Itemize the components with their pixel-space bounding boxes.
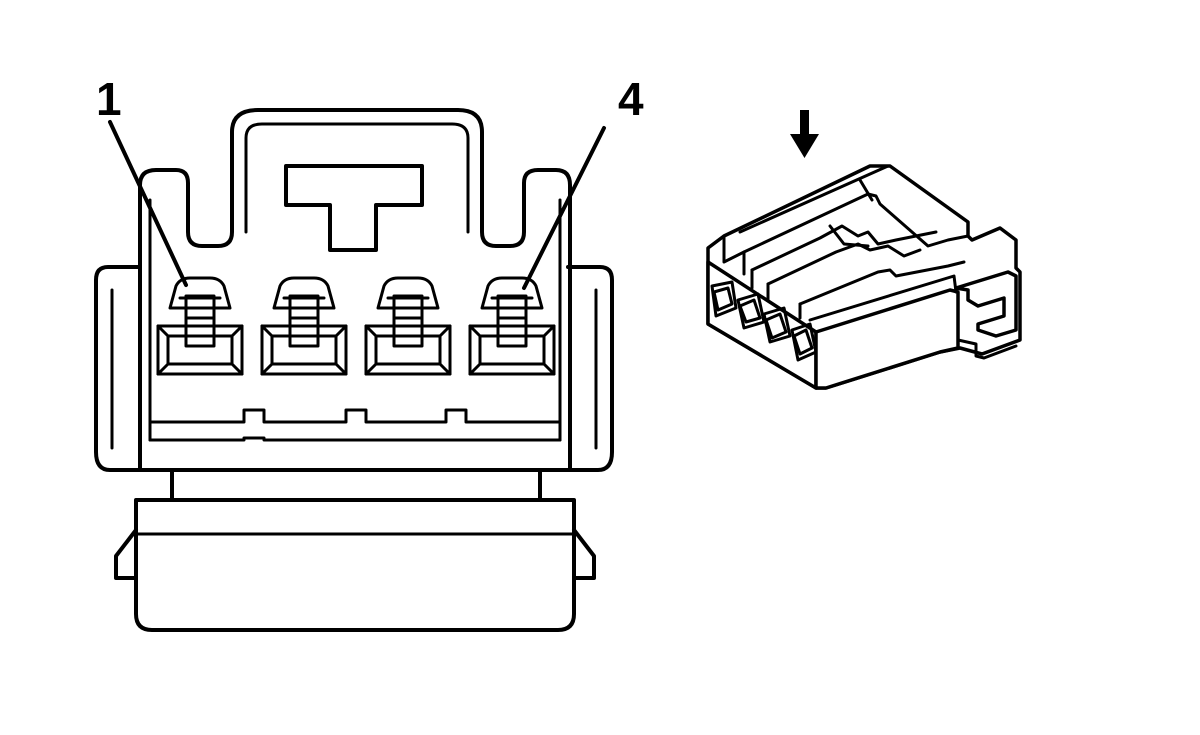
pin-1-leader-line xyxy=(108,120,188,287)
lower-left-ear xyxy=(114,528,138,580)
iso-ridge-7 xyxy=(750,268,802,320)
terminal-2 xyxy=(260,276,348,376)
pin-4-label: 4 xyxy=(618,73,644,125)
right-side-latch xyxy=(566,265,614,472)
connector-front-view: 1 4 xyxy=(94,73,644,632)
connector-isometric-view xyxy=(706,164,1022,390)
center-key xyxy=(284,164,424,252)
iso-cavity-3 xyxy=(764,312,788,340)
terminals xyxy=(156,276,556,376)
terminal-4 xyxy=(468,276,556,376)
iso-side-latch-lower xyxy=(956,338,1018,360)
iso-ridge-3 xyxy=(750,224,938,272)
iso-edge-line xyxy=(828,178,874,248)
housing-outline xyxy=(138,108,572,472)
lower-right-ear xyxy=(572,528,596,580)
iso-ridge-4 xyxy=(766,242,922,286)
left-side-latch xyxy=(94,265,142,472)
bottom-rib xyxy=(148,408,562,424)
lower-body xyxy=(134,498,576,632)
iso-cavity-2 xyxy=(738,298,762,324)
iso-side-face xyxy=(814,288,960,390)
pin-1-label: 1 xyxy=(96,73,122,125)
pin-4-leader-line xyxy=(522,126,606,290)
bottom-rib-lower-line xyxy=(148,436,562,442)
iso-cavity-1 xyxy=(712,286,734,312)
iso-ridge-5 xyxy=(798,260,966,306)
iso-cavity-4 xyxy=(792,328,814,356)
terminal-1 xyxy=(156,276,244,376)
terminal-3 xyxy=(364,276,452,376)
iso-side-latch xyxy=(954,270,1018,338)
top-tab-inner-line xyxy=(244,122,470,234)
insertion-arrow-icon xyxy=(790,110,819,158)
neck-lines xyxy=(170,468,542,502)
iso-cavity-frames xyxy=(710,280,818,362)
